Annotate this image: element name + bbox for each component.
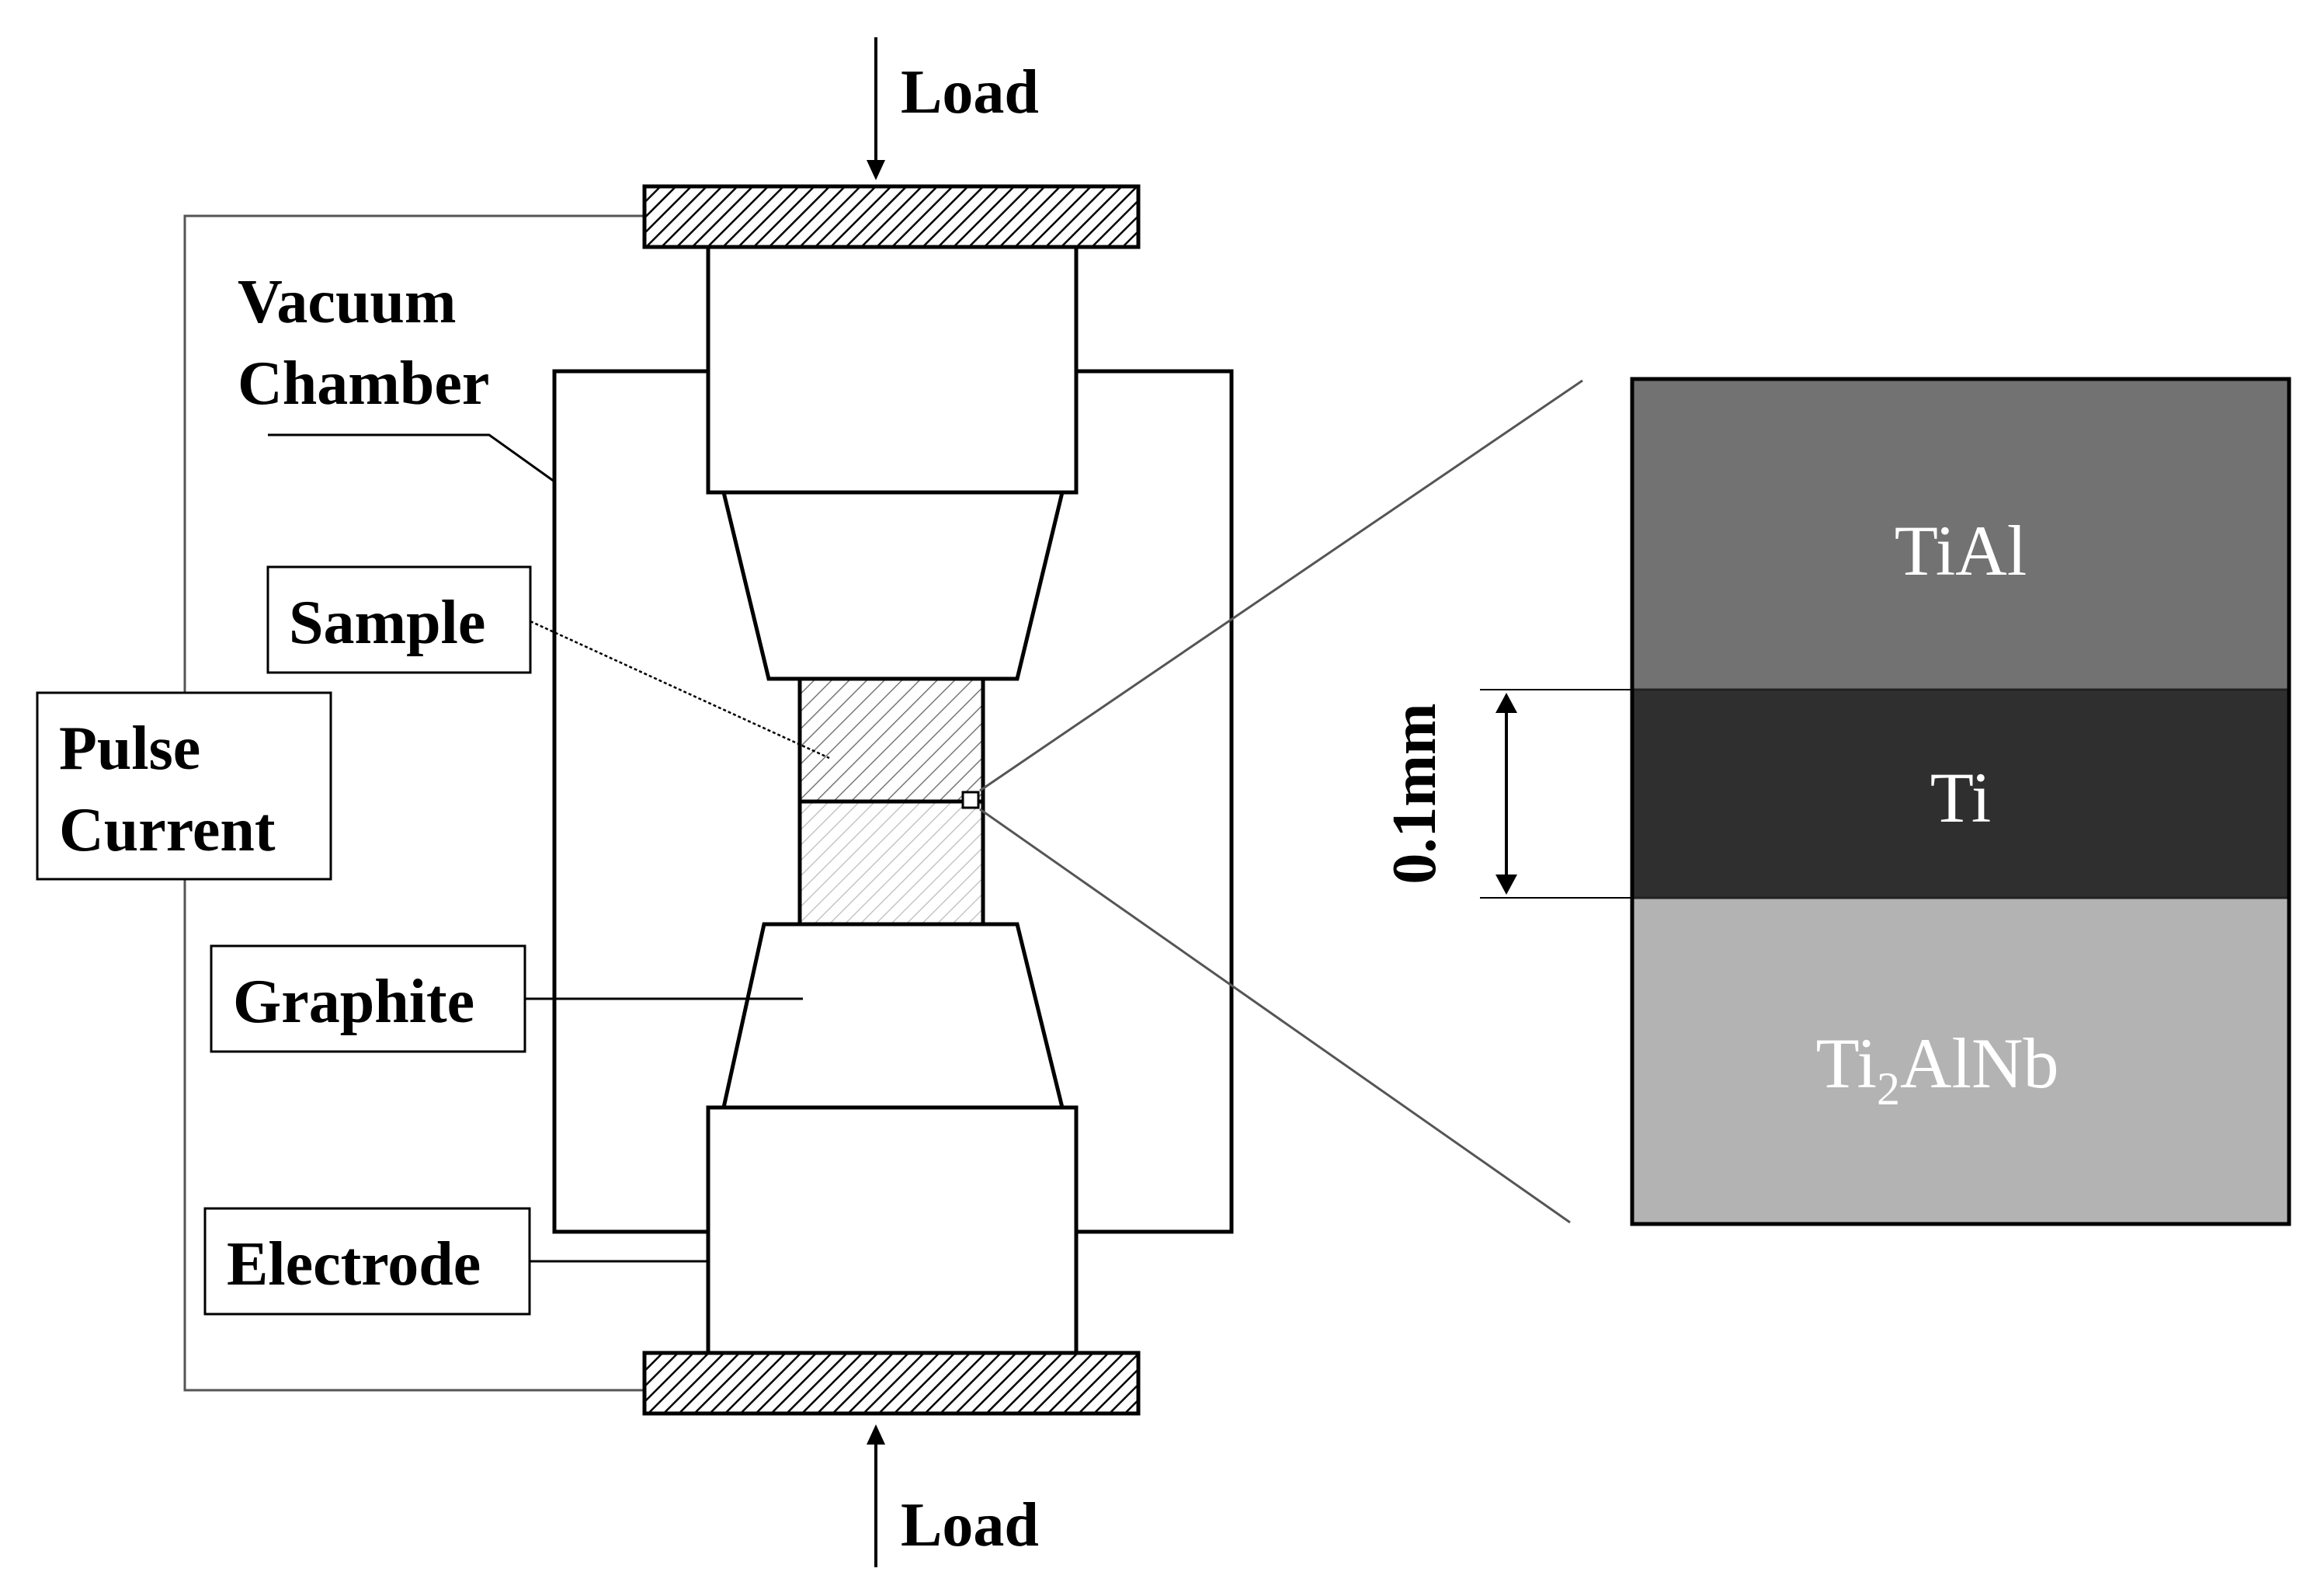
load-label-bottom: Load [901, 1491, 1039, 1559]
electrode-label: Electrode [227, 1230, 481, 1299]
sample-leader [530, 620, 830, 760]
pulse-current-label-line2: Current [59, 796, 276, 864]
load-arrow-bottom [867, 1424, 885, 1567]
graphite-label: Graphite [233, 968, 474, 1036]
layer-ti2alnb-label: Ti2AlNb [1816, 1024, 2059, 1114]
layer-stack-inset: TiAl Ti Ti2AlNb [1630, 377, 2291, 1226]
layer-ti-label: Ti [1930, 758, 1992, 837]
graphite-label-box [210, 944, 526, 1053]
sample-interface-marker [961, 791, 980, 809]
layer-ti [1632, 690, 2289, 898]
top-graphite-punch [721, 490, 1065, 681]
thickness-label: 0.1mm [1381, 703, 1449, 884]
zoom-line-top [979, 379, 1583, 792]
pulse-current-label-box [36, 691, 332, 881]
electrode-label-box [203, 1207, 531, 1316]
top-platen [642, 184, 1141, 249]
bottom-platen [642, 1351, 1141, 1416]
zoom-line-bottom [979, 808, 1571, 1224]
layer-tial-label: TiAl [1895, 511, 2027, 590]
thickness-dimension [1480, 689, 1632, 899]
load-label-top: Load [901, 58, 1039, 127]
bottom-graphite-punch [721, 922, 1065, 1110]
pulse-current-label-line1: Pulse [59, 715, 200, 783]
bottom-electrode [706, 1105, 1079, 1355]
layer-tial [1632, 379, 2289, 690]
sample-label-box [266, 565, 532, 674]
sample-label: Sample [289, 589, 485, 657]
sample-upper [797, 676, 985, 804]
vacuum-chamber-label-line2: Chamber [238, 349, 489, 418]
sample-lower [797, 799, 985, 927]
layer-ti2alnb [1632, 898, 2289, 1224]
vacuum-chamber-label-line1: Vacuum [238, 268, 457, 336]
vacuum-chamber-leader [268, 433, 555, 483]
layer-stack-border [1630, 377, 2291, 1226]
load-arrow-top [867, 37, 885, 180]
top-electrode [706, 245, 1079, 495]
